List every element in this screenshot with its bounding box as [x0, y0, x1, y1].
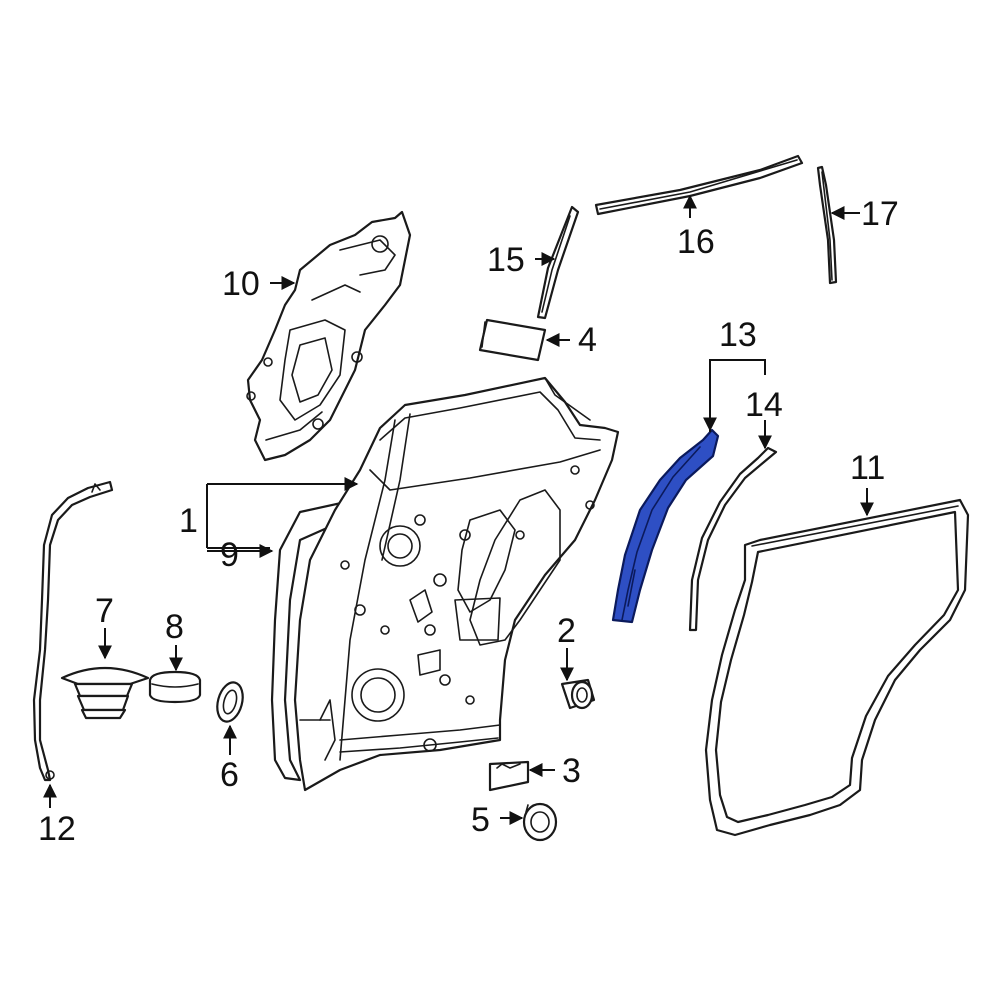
part-7-plug[interactable] [60, 666, 150, 720]
callout-5: 5 [471, 801, 490, 839]
part-17-rear-moulding[interactable] [816, 165, 838, 285]
part-8-cap[interactable] [148, 670, 202, 704]
callout-3: 3 [562, 752, 581, 790]
part-15-division-bar[interactable] [536, 205, 580, 320]
callout-2: 2 [557, 612, 576, 650]
callout-16: 16 [677, 223, 715, 261]
part-6-grommet[interactable] [213, 680, 247, 725]
callout-12: 12 [38, 810, 76, 848]
part-2-bumper[interactable] [560, 678, 596, 710]
part-14-weatherstrip[interactable] [688, 446, 778, 632]
callout-1: 1 [179, 502, 198, 540]
callout-11: 11 [850, 449, 885, 487]
part-10-trim-panel[interactable] [246, 210, 412, 462]
callout-labels: 10 1 9 15 16 17 4 13 14 11 7 8 2 6 3 5 1… [38, 195, 899, 848]
callout-17: 17 [861, 195, 899, 233]
callout-14: 14 [745, 386, 783, 424]
leader-lines [43, 194, 874, 825]
callout-9: 9 [220, 536, 239, 574]
callout-4: 4 [578, 321, 597, 359]
part-12-cable[interactable] [32, 480, 114, 782]
part-4-pad[interactable] [478, 318, 547, 362]
callout-8: 8 [165, 608, 184, 646]
part-3-clip[interactable] [488, 760, 530, 792]
part-13-fill [611, 428, 720, 624]
part-5-hole-plug[interactable] [522, 802, 558, 842]
part-16-belt-moulding[interactable] [594, 154, 804, 216]
callout-15: 15 [487, 241, 525, 279]
part-1-door-shell[interactable] [293, 376, 620, 792]
callout-13: 13 [719, 316, 757, 354]
part-11-door-seal[interactable] [704, 498, 970, 837]
callout-6: 6 [220, 756, 239, 794]
callout-10: 10 [222, 265, 260, 303]
part-13-run-channel[interactable] [611, 428, 720, 624]
callout-7: 7 [95, 592, 114, 630]
